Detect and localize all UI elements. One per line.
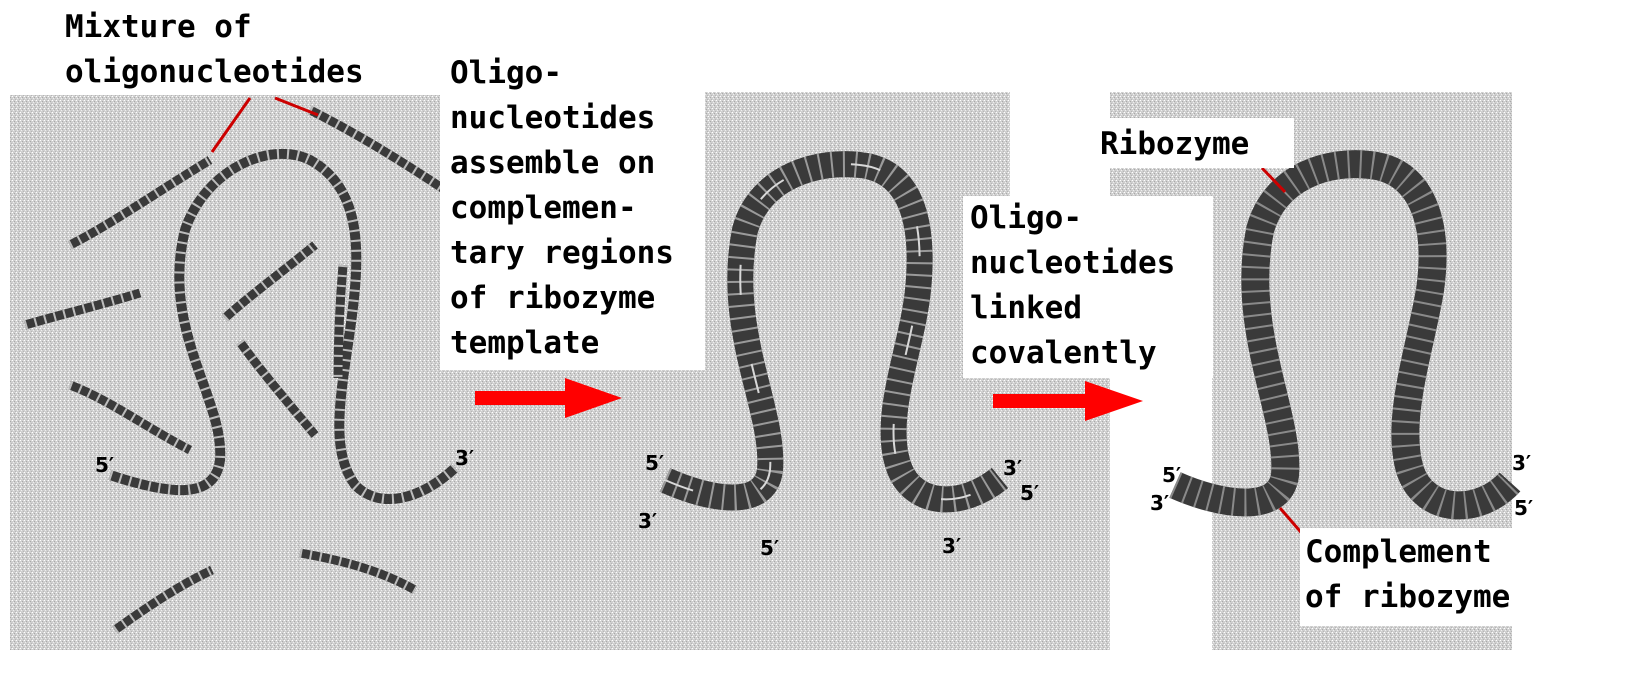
- linked-caption-line-4: covalently: [970, 335, 1157, 371]
- five-prime-label: 5′: [95, 453, 114, 477]
- three-prime-label: 3′: [455, 446, 474, 470]
- assemble-caption-line-5: tary regions: [450, 235, 674, 271]
- panel-3-left-bottom-label: 3′: [1150, 491, 1169, 515]
- assemble-caption-line-1: Oligo-: [450, 55, 562, 91]
- ribozyme-label: Ribozyme: [1100, 126, 1249, 162]
- panel-2-left-top-label: 5′: [645, 451, 664, 475]
- assemble-caption-line-7: template: [450, 325, 599, 361]
- panel-2-mid-bottom-label: 5′: [760, 536, 779, 560]
- panel-3-right-bottom-label: 5′: [1514, 496, 1533, 520]
- panel-2-right-top-label: 3′: [1003, 456, 1022, 480]
- linked-caption-line-3: linked: [970, 290, 1082, 326]
- panel-2-right-bottom-label: 3′: [942, 534, 961, 558]
- assemble-caption-line-3: assemble on: [450, 145, 655, 181]
- panel-3-left-top-label: 5′: [1162, 463, 1181, 487]
- assemble-caption-line-2: nucleotides: [450, 100, 655, 136]
- mixture-caption-line-2: oligonucleotides: [65, 54, 364, 90]
- linked-caption-line-1: Oligo-: [970, 200, 1082, 236]
- panel-2-left-bottom-label: 3′: [638, 509, 657, 533]
- assemble-caption-line-4: complemen-: [450, 190, 637, 226]
- complement-label-line-1: Complement: [1305, 534, 1492, 570]
- complement-label-line-2: of ribozyme: [1305, 579, 1510, 615]
- panel-3-right-top-label: 3′: [1512, 451, 1531, 475]
- panel-2-right-mid-label: 5′: [1020, 481, 1039, 505]
- mixture-caption: Mixture of oligonucleotides: [65, 9, 364, 90]
- linked-caption-line-2: nucleotides: [970, 245, 1175, 281]
- assemble-caption-line-6: of ribozyme: [450, 280, 655, 316]
- step-1: Oligo- nucleotides assemble on complemen…: [440, 50, 702, 418]
- mixture-caption-line-1: Mixture of: [65, 9, 252, 45]
